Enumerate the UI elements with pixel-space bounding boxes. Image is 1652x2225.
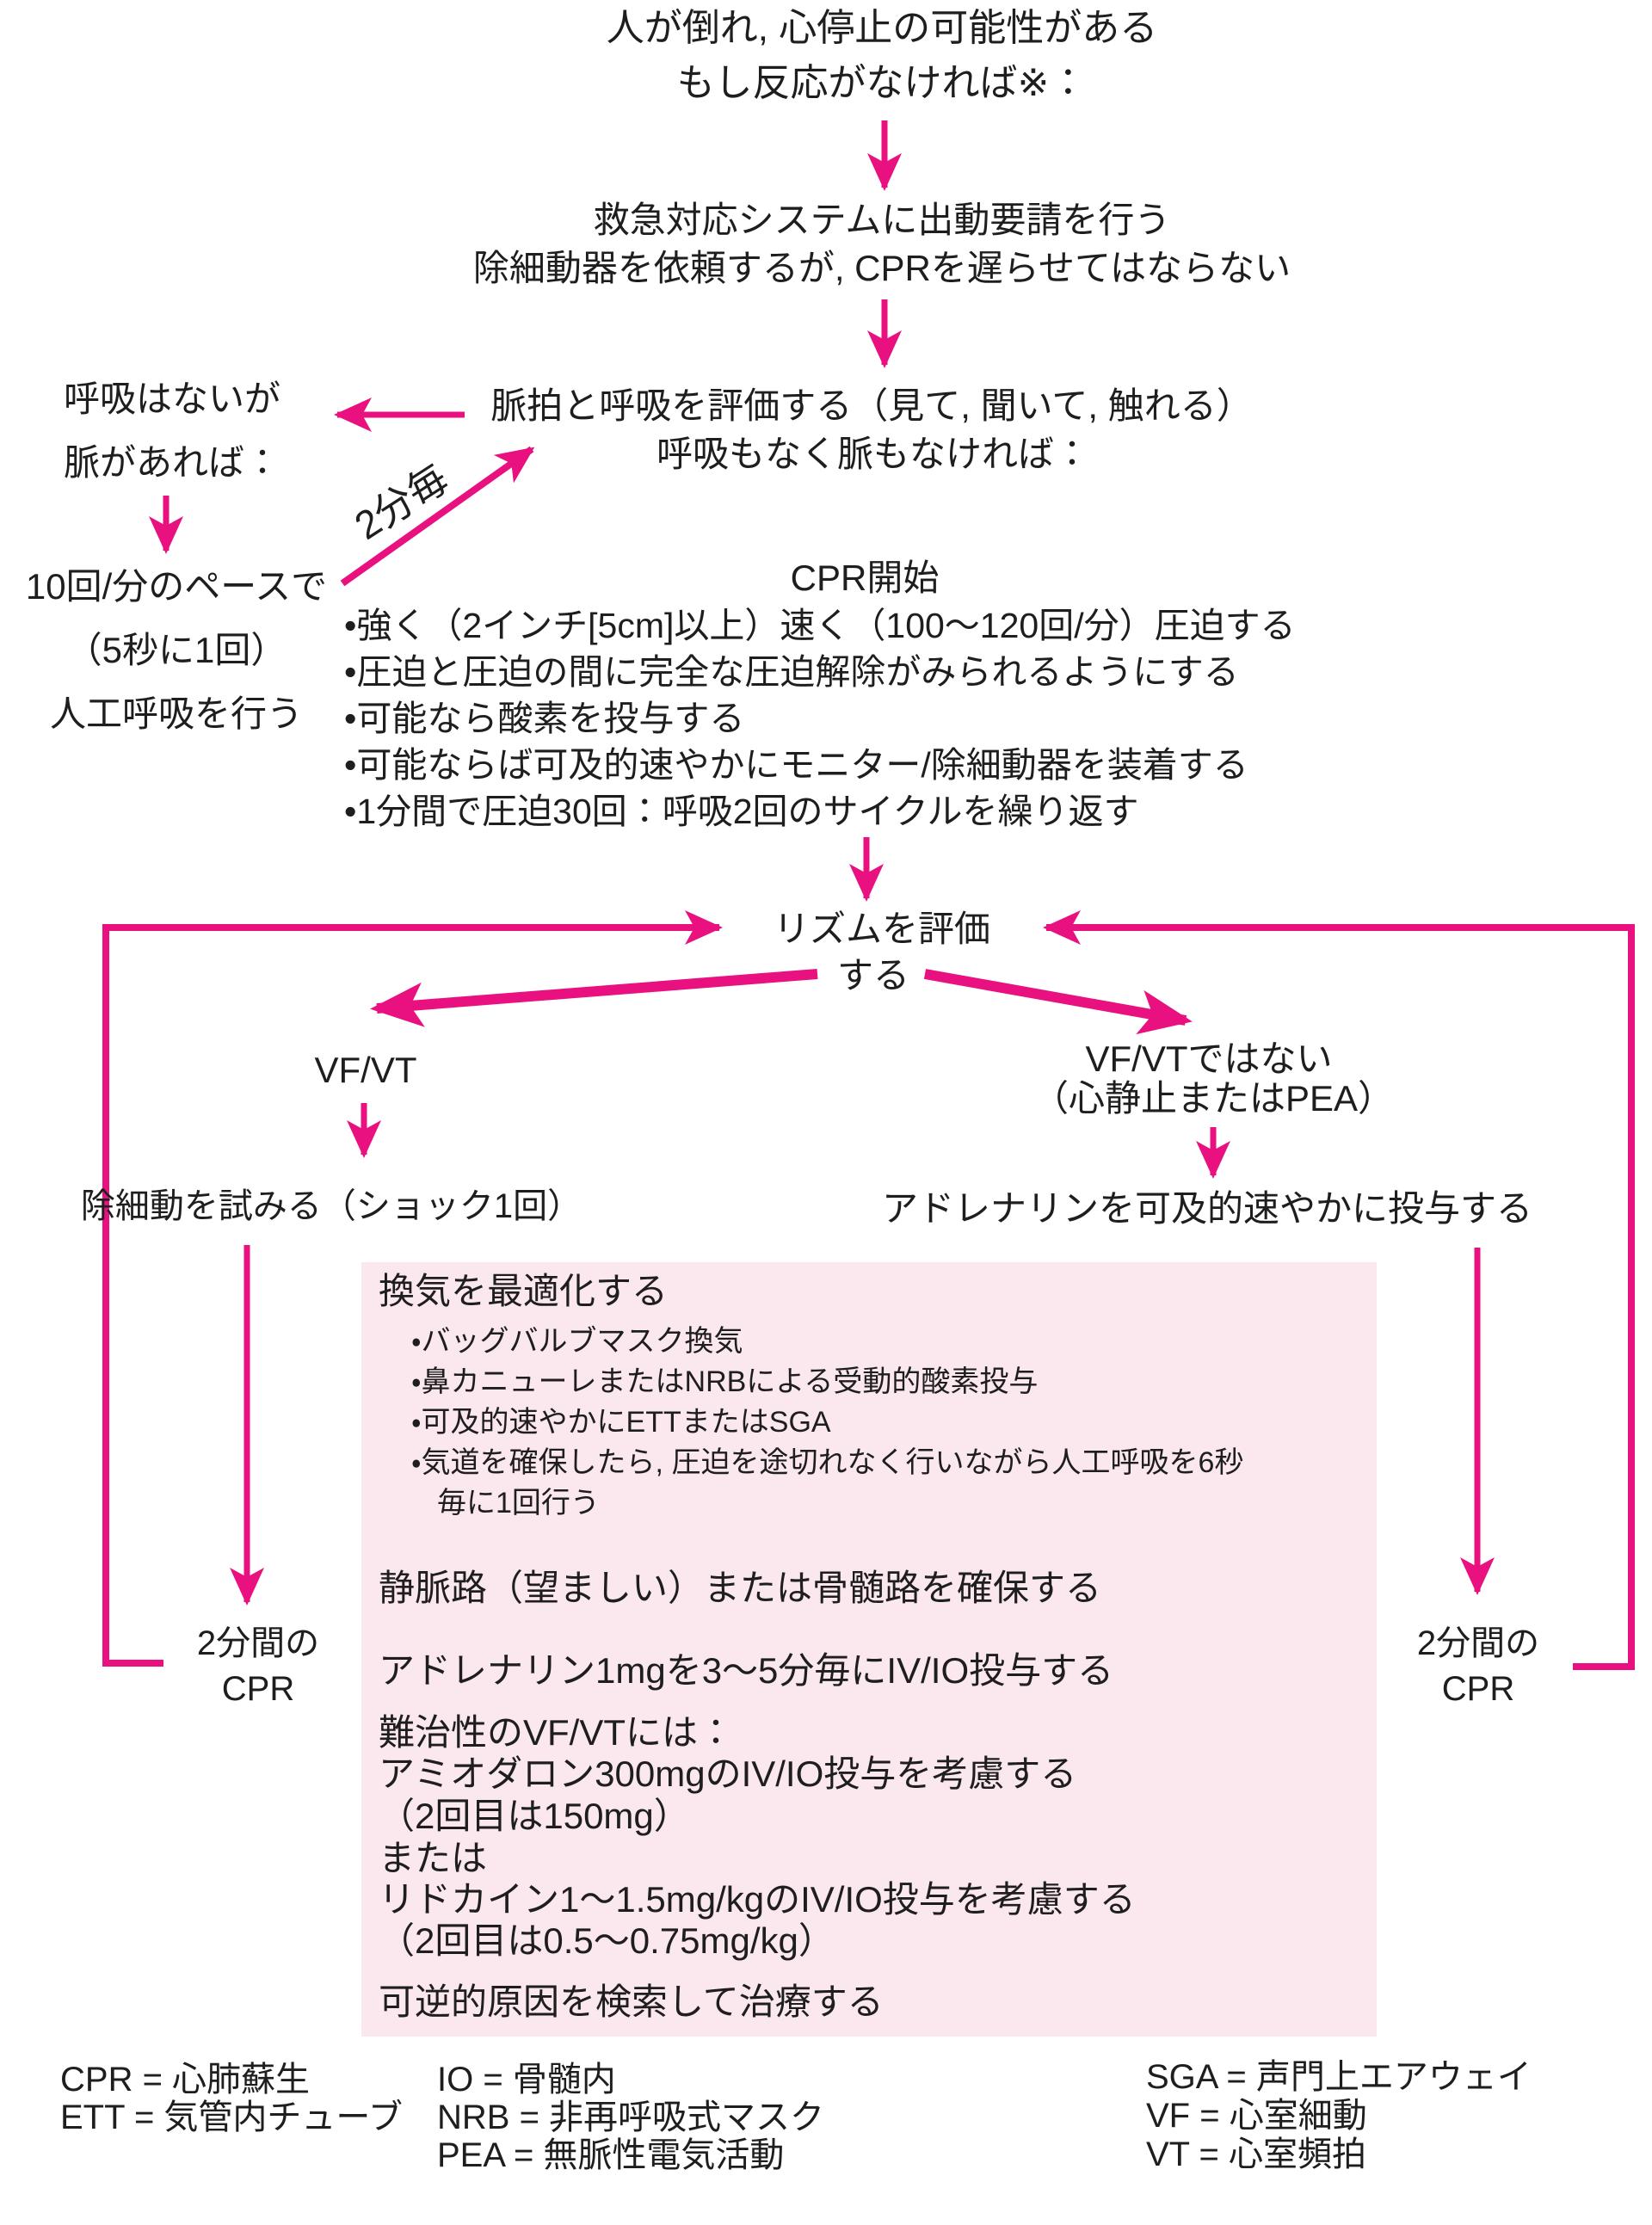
legend-io: IO = 骨髄内 bbox=[437, 2061, 616, 2099]
arrow-right-loop bbox=[1043, 910, 1635, 1670]
ventilation-bullet-1: ・バッグバルブマスク換気 bbox=[411, 1325, 743, 1358]
arrow-every-2min-diagonal bbox=[340, 446, 535, 587]
start-node-line1: 人が倒れ, 心停止の可能性がある bbox=[606, 7, 1158, 49]
no-breathing-has-pulse-line1: 呼吸はないが bbox=[63, 379, 281, 419]
give-epinephrine-asap: アドレナリンを可及的速やかに投与する bbox=[881, 1188, 1533, 1229]
arrow-rhythm-to-not-vfvt bbox=[923, 969, 1193, 1035]
reversible-causes: 可逆的原因を検索して治療する bbox=[379, 1982, 884, 2022]
rescue-breathing-line1: 10回/分のペースで bbox=[25, 566, 328, 607]
cpr-start-bullet-1: •強く（2インチ[5cm]以上）速く（100〜120回/分）圧迫する bbox=[344, 606, 1296, 645]
refractory-line1: 難治性のVF/VTには： bbox=[379, 1712, 735, 1753]
refractory-line2: アミオダロン300mgのIV/IO投与を考慮する bbox=[379, 1753, 1077, 1794]
rescue-breathing-line2: （5秒に1回） bbox=[65, 630, 287, 670]
cpr-2min-left-line2: CPR bbox=[221, 1670, 295, 1708]
ventilation-bullet-3: ・可及的速やかにETTまたはSGA bbox=[411, 1406, 831, 1439]
assess-line2: 呼吸もなく脈もなければ： bbox=[656, 434, 1091, 474]
legend-ett: ETT = 気管内チューブ bbox=[60, 2099, 404, 2136]
not-vfvt-line2: （心静止またはPEA） bbox=[1032, 1078, 1395, 1119]
ventilation-bullet-2: ・鼻カニューレまたはNRBによる受動的酸素投与 bbox=[411, 1365, 1039, 1398]
refractory-line5: リドカイン1〜1.5mg/kgのIV/IO投与を考慮する bbox=[379, 1879, 1136, 1920]
legend-pea: PEA = 無脈性電気活動 bbox=[437, 2136, 785, 2174]
legend-cpr: CPR = 心肺蘇生 bbox=[60, 2061, 311, 2099]
ventilation-bullet-4: ・気道を確保したら, 圧迫を途切れなく行いながら人工呼吸を6秒 bbox=[411, 1446, 1244, 1479]
cpr-start-bullet-5: •1分間で圧迫30回：呼吸2回のサイクルを繰り返す bbox=[344, 792, 1139, 831]
cpr-2min-left-line1: 2分間の bbox=[196, 1624, 320, 1662]
arrow-rhythm-to-vfvt bbox=[370, 969, 818, 1027]
cpr-start-bullet-2: •圧迫と圧迫の間に完全な圧迫解除がみられるようにする bbox=[344, 652, 1239, 692]
cpr-start-title: CPR開始 bbox=[790, 558, 940, 598]
optimize-ventilation-title: 換気を最適化する bbox=[379, 1271, 669, 1311]
rhythm-check-line2: する bbox=[836, 955, 910, 995]
refractory-line4: または bbox=[379, 1838, 488, 1878]
call-ems-line1: 救急対応システムに出動要請を行う bbox=[593, 200, 1171, 240]
attempt-defibrillation: 除細動を試みる（ショック1回） bbox=[80, 1187, 583, 1225]
vascular-access: 静脈路（望ましい）または骨髄路を確保する bbox=[379, 1568, 1102, 1608]
ventilation-bullet-4-continued: 毎に1回行う bbox=[437, 1487, 600, 1519]
rhythm-check-line1: リズムを評価 bbox=[773, 909, 991, 949]
call-ems-line2: 除細動器を依頼するが, CPRを遅らせてはならない bbox=[472, 248, 1291, 288]
cpr-2min-right-line1: 2分間の bbox=[1416, 1624, 1540, 1662]
arrow-left-loop bbox=[102, 910, 723, 1667]
start-node-line2: もし反応がなければ※： bbox=[676, 62, 1088, 104]
no-breathing-has-pulse-line2: 脈があれば： bbox=[63, 442, 281, 483]
epinephrine-dosing: アドレナリン1mgを3〜5分毎にIV/IO投与する bbox=[379, 1650, 1114, 1691]
rescue-breathing-line3: 人工呼吸を行う bbox=[49, 693, 304, 734]
refractory-line3: （2回目は150mg） bbox=[379, 1796, 690, 1836]
assess-line1: 脈拍と呼吸を評価する（見て, 聞いて, 触れる） bbox=[490, 385, 1253, 426]
treatment-box bbox=[361, 1262, 1377, 2037]
legend-sga: SGA = 声門上エアウェイ bbox=[1146, 2058, 1532, 2096]
legend-vt: VT = 心室頻拍 bbox=[1146, 2136, 1366, 2173]
cpr-2min-right-line2: CPR bbox=[1441, 1670, 1515, 1708]
legend-vf: VF = 心室細動 bbox=[1146, 2097, 1367, 2135]
legend-nrb: NRB = 非再呼吸式マスク bbox=[437, 2099, 825, 2136]
vfvt-label: VF/VT bbox=[314, 1050, 417, 1090]
cpr-start-bullet-3: •可能なら酸素を投与する bbox=[344, 699, 745, 738]
not-vfvt-line1: VF/VTではない bbox=[1085, 1039, 1333, 1079]
refractory-line6: （2回目は0.5〜0.75mg/kg） bbox=[379, 1920, 835, 1961]
cpr-start-bullet-4: •可能ならば可及的速やかにモニター/除細動器を装着する bbox=[344, 745, 1248, 785]
